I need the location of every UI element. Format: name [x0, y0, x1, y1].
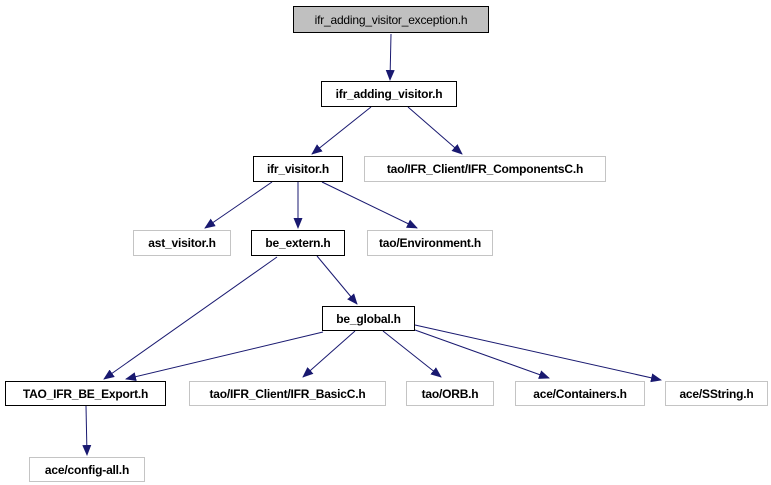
- edge-ifr-adding-visitor-to-ifr-visitor: [311, 106, 372, 155]
- edge-ifr-visitor-to-tao-environment: [321, 181, 418, 229]
- node-be-extern-h[interactable]: be_extern.h: [251, 230, 345, 256]
- edge-be-global-to-tao-ifr-be-export: [125, 331, 324, 382]
- node-ace-sstring-h: ace/SString.h: [665, 381, 768, 406]
- edge-be-global-to-ifr-basicc: [302, 330, 356, 378]
- edge-ifr-visitor-to-ast-visitor: [204, 181, 273, 229]
- node-tao-ifr-basicc-h: tao/IFR_Client/IFR_BasicC.h: [189, 381, 386, 406]
- edge-root-to-ifr-adding-visitor: [385, 33, 395, 81]
- edge-be-global-to-ace-sstring: [414, 324, 662, 383]
- edge-be-extern-to-be-global: [316, 255, 358, 305]
- node-ifr-adding-visitor-h[interactable]: ifr_adding_visitor.h: [321, 81, 457, 107]
- node-ifr-visitor-h[interactable]: ifr_visitor.h: [253, 156, 343, 182]
- node-ast-visitor-h: ast_visitor.h: [133, 230, 231, 256]
- node-tao-environment-h: tao/Environment.h: [367, 230, 493, 256]
- node-tao-ifr-componentsc-h: tao/IFR_Client/IFR_ComponentsC.h: [364, 156, 606, 182]
- edge-be-global-to-ace-containers: [414, 329, 550, 379]
- node-ifr-adding-visitor-exception-h: ifr_adding_visitor_exception.h: [293, 6, 489, 33]
- node-tao-ifr-be-export-h[interactable]: TAO_IFR_BE_Export.h: [5, 381, 166, 406]
- node-ace-config-all-h: ace/config-all.h: [29, 457, 145, 482]
- edge-ifr-adding-visitor-to-ifr-componentsc: [407, 106, 463, 155]
- edge-tao-ifr-be-export-to-ace-config-all: [82, 405, 92, 456]
- node-ace-containers-h: ace/Containers.h: [515, 381, 645, 406]
- edge-be-global-to-tao-orb: [382, 330, 442, 378]
- node-tao-orb-h: tao/ORB.h: [406, 381, 494, 406]
- edge-be-extern-to-tao-ifr-be-export: [103, 256, 278, 380]
- node-be-global-h[interactable]: be_global.h: [322, 306, 415, 331]
